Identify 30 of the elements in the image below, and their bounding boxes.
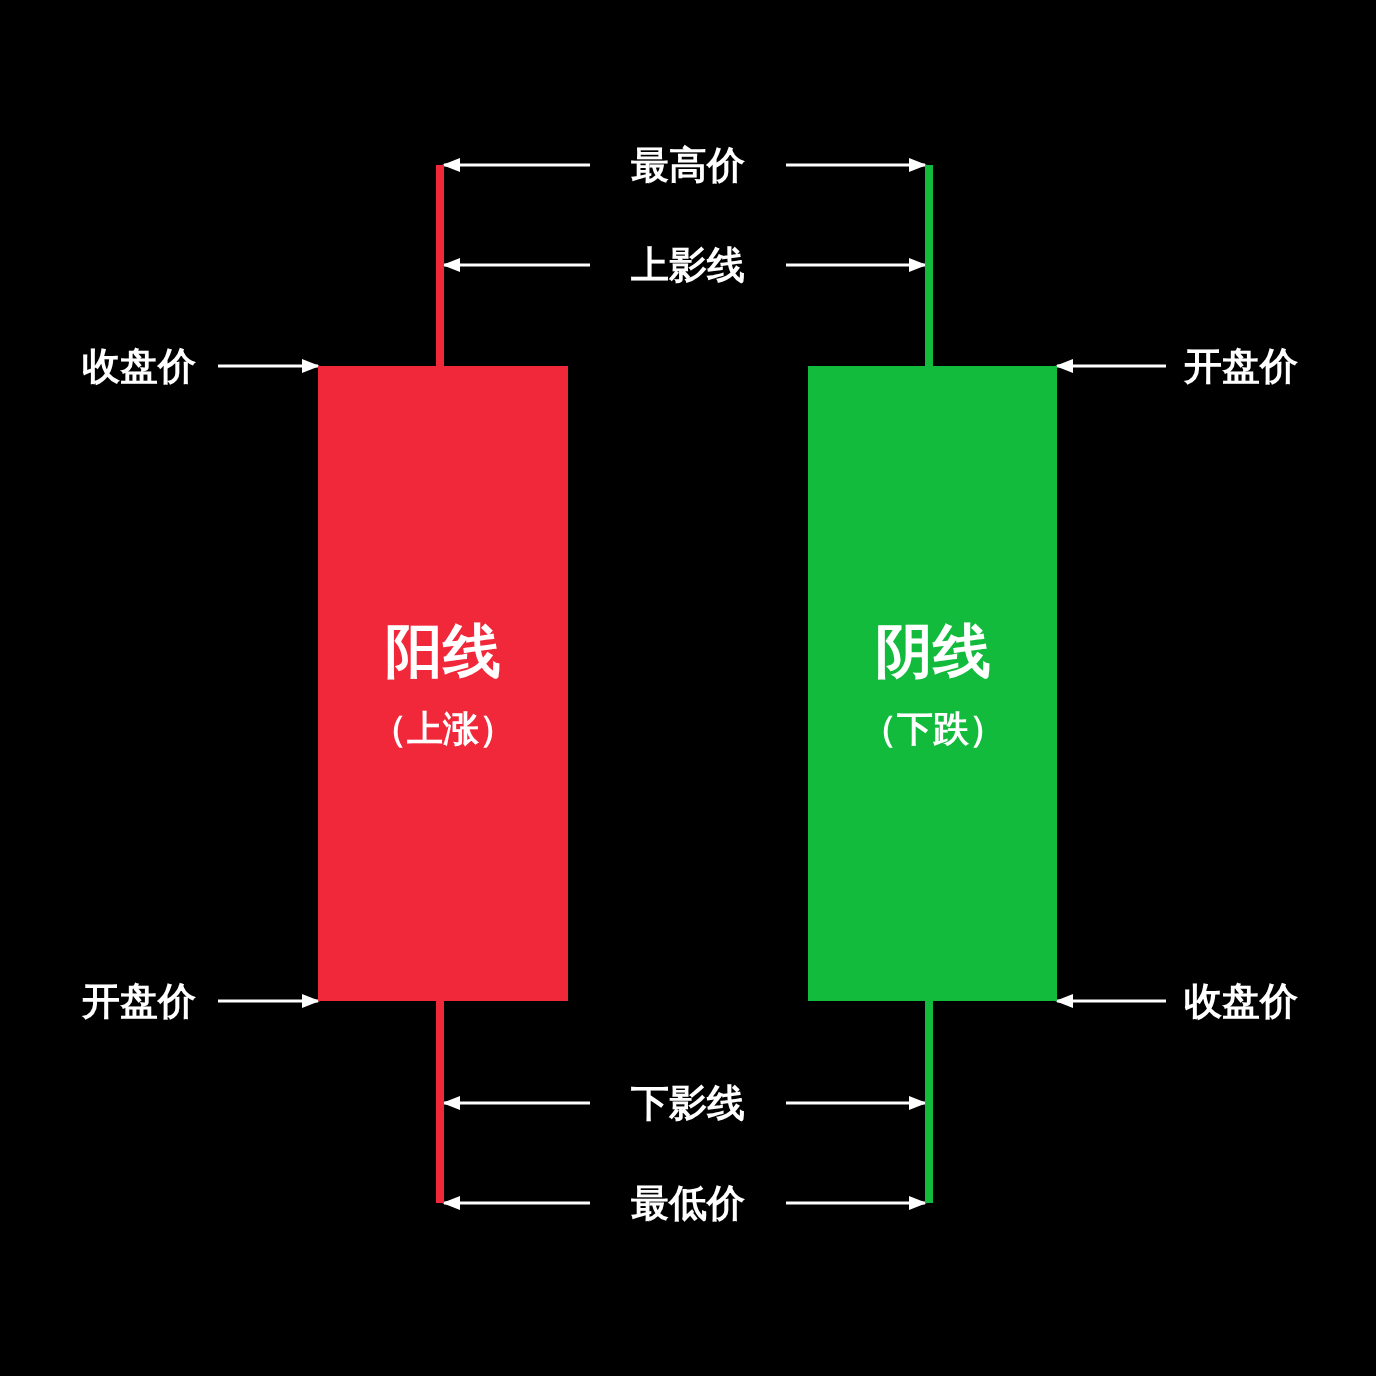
candle-title: 阴线 [874,616,991,687]
price-label: 开盘价 [1166,341,1316,391]
price-label: 收盘价 [1166,976,1316,1026]
arrow [442,1195,590,1211]
price-label: 收盘价 [60,341,218,391]
arrow [442,1095,590,1111]
upper-wick [436,165,444,366]
arrow [1055,358,1166,374]
upper-wick [925,165,933,366]
price-label: 上影线 [590,240,786,290]
price-label: 最高价 [590,140,786,190]
arrow [442,257,590,273]
arrow [786,1095,927,1111]
price-label: 开盘价 [60,976,218,1026]
lower-wick [436,1001,444,1203]
bullish-candle-body [318,366,568,1001]
candle-subtitle: （下跌） [860,707,1005,751]
price-label: 下影线 [590,1078,786,1128]
bearish-candle-body [808,366,1057,1001]
arrow [786,157,927,173]
candle-title: 阳线 [385,616,501,687]
arrow [786,1195,927,1211]
candle-subtitle: （上涨） [371,707,515,751]
arrow [218,358,320,374]
arrow [218,993,320,1009]
price-label: 最低价 [590,1178,786,1228]
lower-wick [925,1001,933,1203]
arrow [786,257,927,273]
arrow [442,157,590,173]
arrow [1055,993,1166,1009]
